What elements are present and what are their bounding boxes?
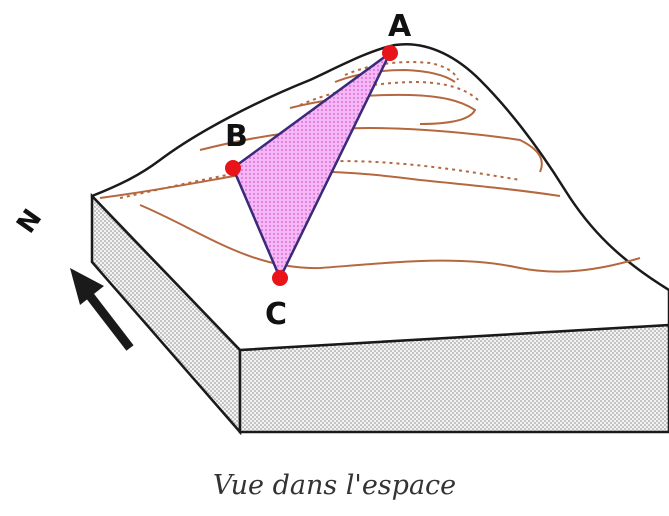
point-a-marker (382, 45, 398, 61)
point-c-label: C (265, 297, 287, 332)
point-a-label: A (388, 9, 412, 44)
point-c-marker (272, 270, 288, 286)
point-b-marker (225, 160, 241, 176)
diagram-caption: Vue dans l'espace (0, 470, 669, 501)
point-b-label: B (225, 119, 248, 154)
north-label: N (11, 204, 48, 239)
north-arrow-head (70, 268, 104, 305)
